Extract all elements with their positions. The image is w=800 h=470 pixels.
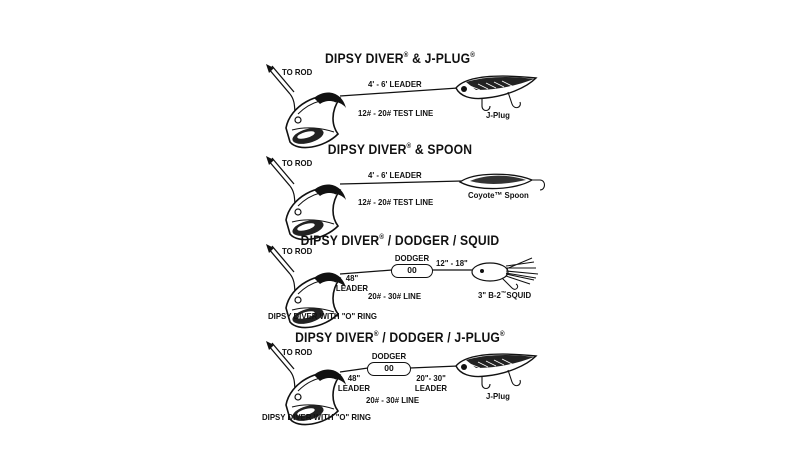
ring-note: DIPSY DIVER WITH "O" RING	[262, 412, 371, 422]
leader-label: 48"LEADER	[335, 273, 369, 293]
panel-title: DIPSY DIVER® / DODGER / J-PLUG®	[295, 330, 505, 345]
line-label: 12# - 20# TEST LINE	[358, 197, 434, 207]
second-leader-label: 12" - 18"	[436, 258, 468, 268]
to-rod-label: TO ROD	[282, 67, 313, 77]
leader-line	[339, 269, 393, 275]
line-label: 12# - 20# TEST LINE	[358, 108, 434, 118]
leader-line	[339, 367, 369, 373]
leader-label: 4' - 6' LEADER	[368, 170, 422, 180]
panel-title: DIPSY DIVER® / DODGER / SQUID	[300, 233, 500, 248]
jplug-icon	[455, 353, 537, 390]
lure-label: J-Plug	[486, 110, 510, 120]
panel-title: DIPSY DIVER® & J-PLUG®	[324, 51, 476, 66]
dodger-box: 00	[391, 264, 433, 278]
second-leader-label: 20"- 30"LEADER	[414, 373, 448, 393]
to-rod-label: TO ROD	[282, 158, 313, 168]
to-rod-label: TO ROD	[282, 347, 313, 357]
rig-diagram	[265, 63, 537, 149]
lure-label: J-Plug	[486, 391, 510, 401]
leader-label: 48"LEADER	[337, 373, 371, 393]
leader-line	[339, 87, 459, 97]
dodger-label: DODGER	[394, 253, 430, 263]
line-label: 20# - 30# LINE	[368, 291, 422, 301]
leader-label: 4' - 6' LEADER	[368, 79, 422, 89]
leader-line	[339, 180, 463, 185]
panel-jplug: DIPSY DIVER® & J-PLUG® TO ROD 4' - 6' LE…	[0, 0, 800, 149]
second-leader-line	[409, 365, 459, 369]
lure-label: 3" B-2™SQUID	[478, 290, 532, 300]
to-rod-label: TO ROD	[282, 246, 313, 256]
ring-note: DIPSY DIVER WITH "O" RING	[268, 311, 377, 321]
panel-title: DIPSY DIVER® & SPOON	[327, 142, 473, 157]
lure-label: Coyote™ Spoon	[468, 190, 529, 200]
dodger-box: 00	[367, 362, 411, 376]
dodger-label: DODGER	[371, 351, 407, 361]
line-label: 20# - 30# LINE	[366, 395, 420, 405]
